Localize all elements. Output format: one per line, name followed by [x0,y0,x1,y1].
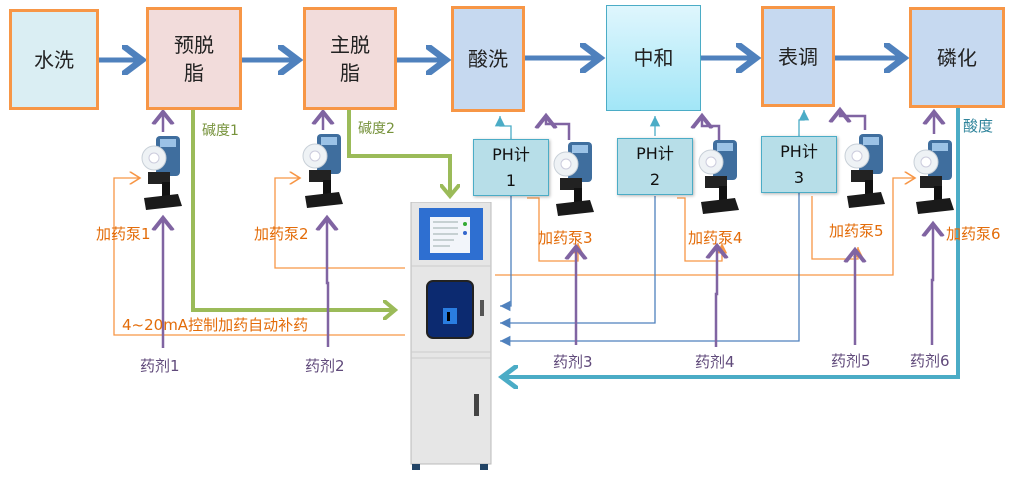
chemical5-label: 药剂5 [831,352,871,370]
stage-main-degrease: 主脱 脂 [303,7,397,110]
stage-label: 表调 [778,44,818,69]
dosing-pump-3-icon [552,138,598,218]
stage-surface-adjust: 表调 [761,6,835,107]
dosing-pump-1-icon [140,132,186,212]
ph-meter-number: 2 [649,169,661,189]
control-line-pump2 [274,178,405,269]
pump4-label: 加药泵4 [688,229,743,247]
chemical6-line [932,224,933,345]
stage-label: 磷化 [937,45,977,70]
alkalinity1-label: 碱度1 [202,123,239,139]
ph-meter-title: PH计 [636,143,674,163]
dosing-pump-2-icon [301,130,347,210]
acidity-label: 酸度 [963,117,994,135]
pump5-label: 加药泵5 [829,222,884,240]
alkalinity1-line [191,110,395,310]
stage-pickling: 酸洗 [451,6,525,112]
chemical2-line [327,218,328,347]
ph-meter-title: PH计 [492,144,530,164]
chemical4-label: 药剂4 [695,353,735,371]
controller-cabinet-icon [410,202,492,470]
stage-label: 中和 [633,46,674,70]
ph3-signal-line [500,192,800,347]
pump6-label: 加药泵6 [946,225,1001,243]
stage-label: 酸洗 [468,47,508,71]
chemical3-label: 药剂3 [553,353,593,371]
control-signal-label: 4~20mA控制加药自动补药 [122,316,309,334]
dosing-pump-5-icon [843,130,889,210]
ph2-signal-line [500,196,656,329]
pump1-label: 加药泵1 [96,225,151,243]
stage-water-wash: 水洗 [9,9,99,110]
stage-label: 主脱 脂 [330,32,370,85]
stage-phosphating: 磷化 [909,7,1005,108]
chemical2-label: 药剂2 [305,357,345,375]
ph-meter-2: PH计 2 [617,138,693,195]
pump5-out-line [840,110,867,130]
stage-neutralize: 中和 [606,5,701,111]
ph-meter-number: 1 [505,170,517,190]
ph1-signal-line [500,196,512,312]
ph3-probe-line [798,110,810,136]
ph-meter-3: PH计 3 [761,136,837,193]
acidity-line [502,106,960,377]
ph1-probe-line [494,116,512,140]
pump2-label: 加药泵2 [254,225,309,243]
ph-meter-title: PH计 [780,141,818,161]
ph-meter-number: 3 [793,167,805,187]
dosing-pump-6-icon [912,136,958,216]
alkalinity2-line [347,110,450,196]
control-line-pump1 [113,178,405,336]
chemical1-label: 药剂1 [140,357,180,375]
pump3-label: 加药泵3 [538,229,593,247]
stage-pre-degrease: 预脱 脂 [146,7,242,110]
alkalinity2-label: 碱度2 [358,121,395,137]
pump4-out-line [702,116,721,140]
dosing-pump-4-icon [697,136,743,216]
pump3-out-line [546,116,571,140]
stage-label: 水洗 [34,47,74,72]
stage-label: 预脱 脂 [174,32,214,85]
chemical4-line [716,246,717,347]
control-line-main [495,178,915,276]
ph-meter-1: PH计 1 [473,139,549,196]
chemical6-label: 药剂6 [910,352,950,370]
